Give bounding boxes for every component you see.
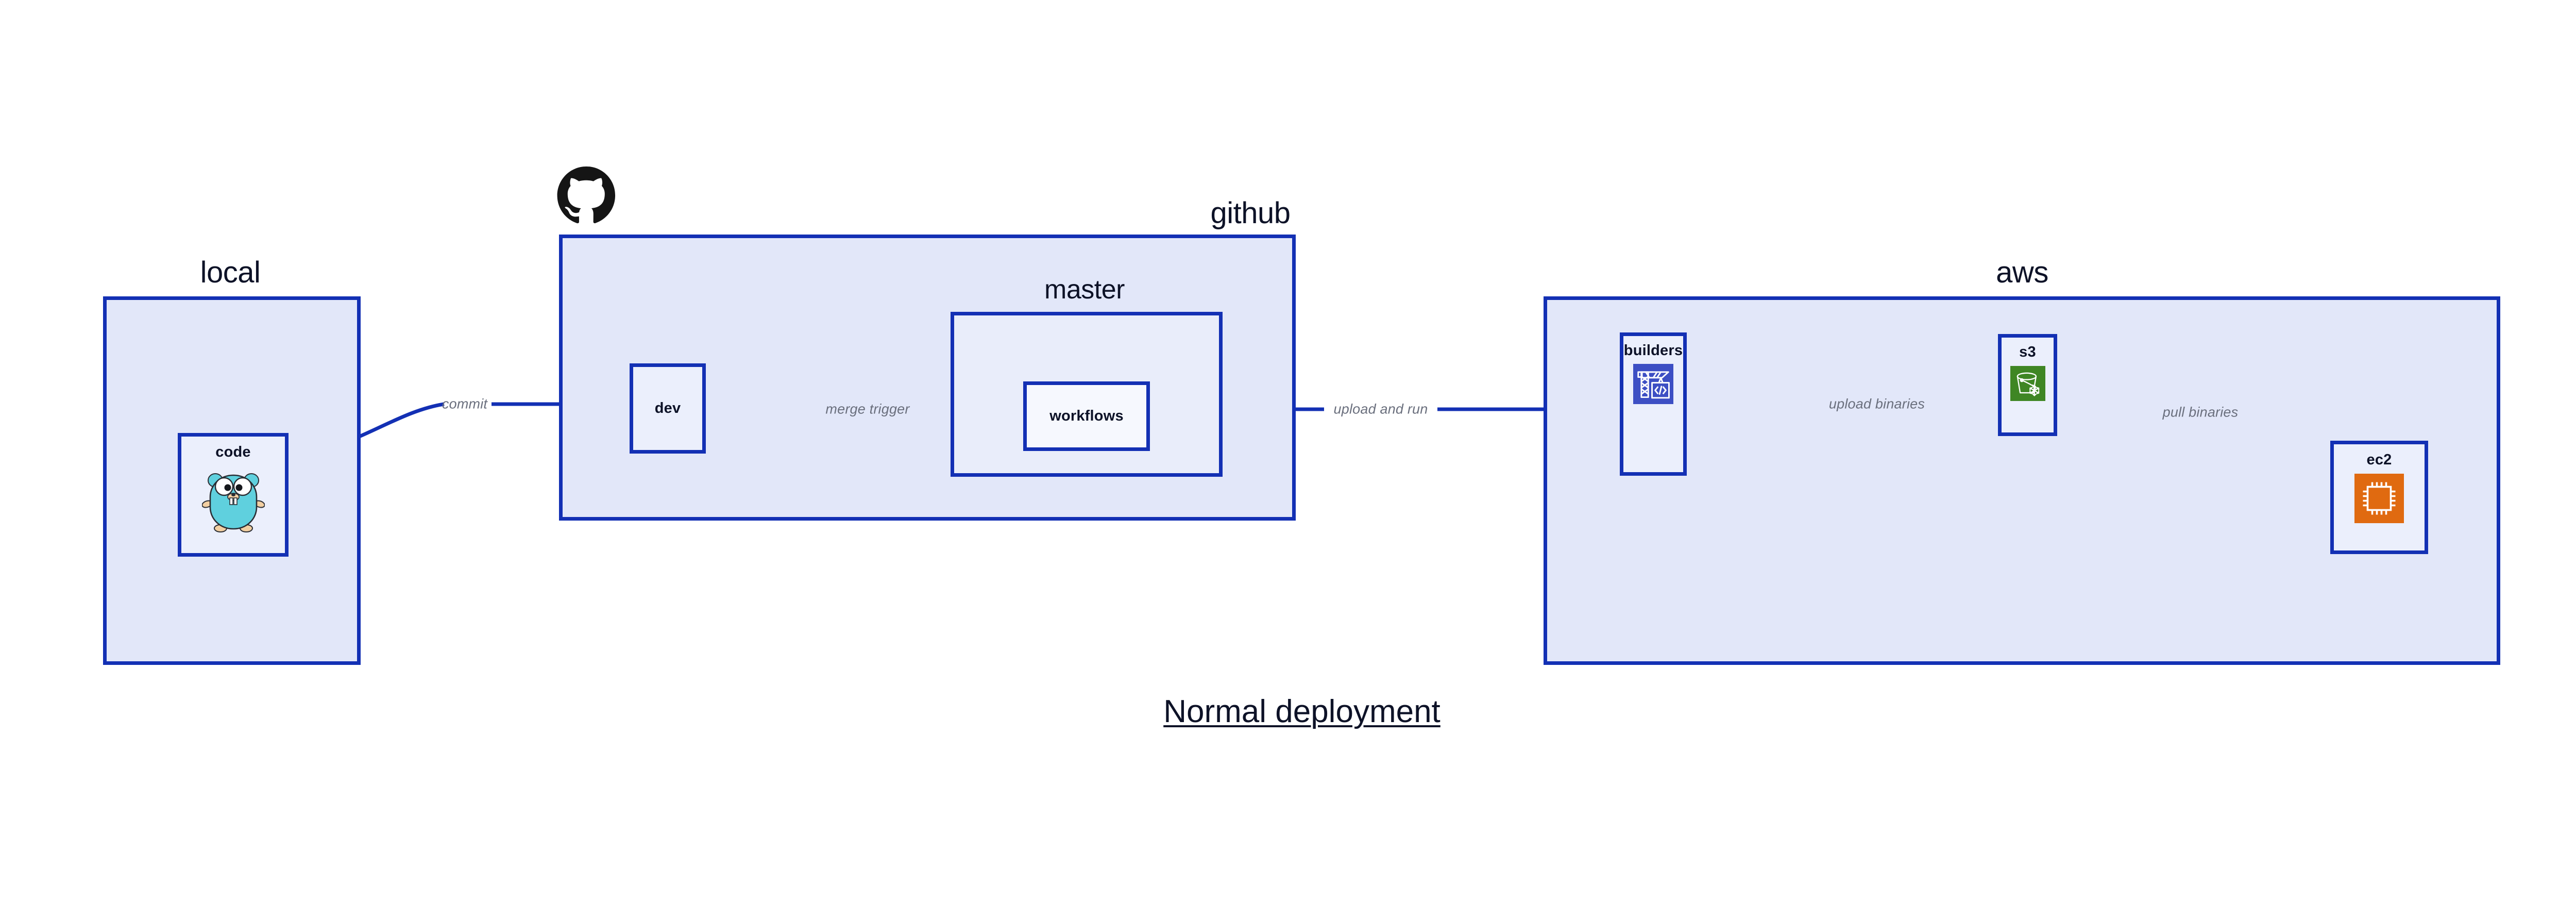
group-label-master: master <box>1044 275 1125 305</box>
node-label-code: code <box>215 444 251 460</box>
s3-glacier-bucket-icon <box>2010 366 2045 401</box>
node-label-s3: s3 <box>2019 344 2036 360</box>
cpu-chip-icon <box>2354 474 2404 523</box>
go-gopher-icon <box>201 473 265 532</box>
node-dev[interactable]: dev <box>630 363 706 454</box>
edge-label-commit: commit <box>442 396 488 412</box>
edge-label-merge-trigger: merge trigger <box>825 401 910 417</box>
node-builders[interactable]: builders <box>1620 332 1687 476</box>
edge-label-upload-binaries: upload binaries <box>1828 396 1925 412</box>
edge-label-pull-binaries: pull binaries <box>2162 404 2239 420</box>
node-ec2[interactable]: ec2 <box>2330 441 2428 554</box>
node-workflows[interactable]: workflows <box>1023 381 1150 451</box>
group-label-local: local <box>200 256 261 289</box>
node-label-workflows: workflows <box>1049 408 1124 424</box>
node-code[interactable]: code <box>178 433 289 557</box>
group-label-github: github <box>1210 196 1291 230</box>
node-label-ec2: ec2 <box>2366 452 2392 468</box>
group-label-aws: aws <box>1996 256 2048 289</box>
node-s3[interactable]: s3 <box>1998 334 2057 436</box>
node-label-builders: builders <box>1623 342 1683 359</box>
github-octocat-icon <box>557 166 616 224</box>
edge-label-upload-and-run: upload and run <box>1333 401 1428 417</box>
diagram-title: Normal deployment <box>1163 694 1440 729</box>
crane-code-icon <box>1633 364 1673 404</box>
node-label-dev: dev <box>654 400 681 416</box>
